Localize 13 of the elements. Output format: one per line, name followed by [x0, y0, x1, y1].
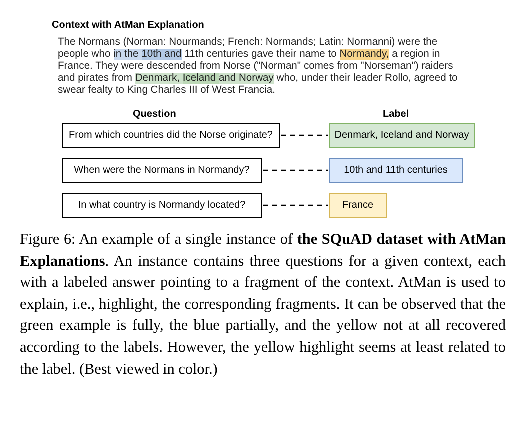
figure-caption: Figure 6: An example of a single instance of the SQuAD dataset with AtMan Explanations. An instance contains three questions for a given context, each with a labeled answer pointing to a fragment of the context. AtMan is used to explain, i.e., highlight, the corresponding fragments. It can be observed that the green example is fully, the blue partially, and the yellow not at all recovered according to the labels. However, the yellow highlight seems at least related to the label. (Best viewed in color.)	[20, 230, 506, 380]
context-paragraph: The Normans (Norman: Nourmands; French: Normands; Latin: Normanni) were the people who in the 10th and 11th centuries gave their name to Normandy, a region in France. They were descended from Norse ("Norman" comes from "Norseman") raiders and pirates from Denmark, Iceland and Norway who, under their leader Rollo, agreed to swear fealty to King Charles III of West Francia.	[58, 37, 459, 97]
question-box: In what country is Normandy located?	[62, 193, 262, 218]
question-box: When were the Normans in Normandy?	[62, 158, 262, 183]
dashed-connector	[263, 204, 328, 206]
answer-label-box: France	[329, 193, 387, 218]
dashed-connector	[263, 170, 328, 172]
dashed-connector	[281, 134, 328, 136]
column-header: Label	[383, 109, 410, 120]
question-box: From which countries did the Norse originate?	[62, 123, 280, 148]
heading: Context with AtMan Explanation	[52, 20, 204, 31]
answer-label-box: Denmark, Iceland and Norway	[329, 123, 475, 148]
answer-label-box: 10th and 11th centuries	[329, 158, 463, 183]
